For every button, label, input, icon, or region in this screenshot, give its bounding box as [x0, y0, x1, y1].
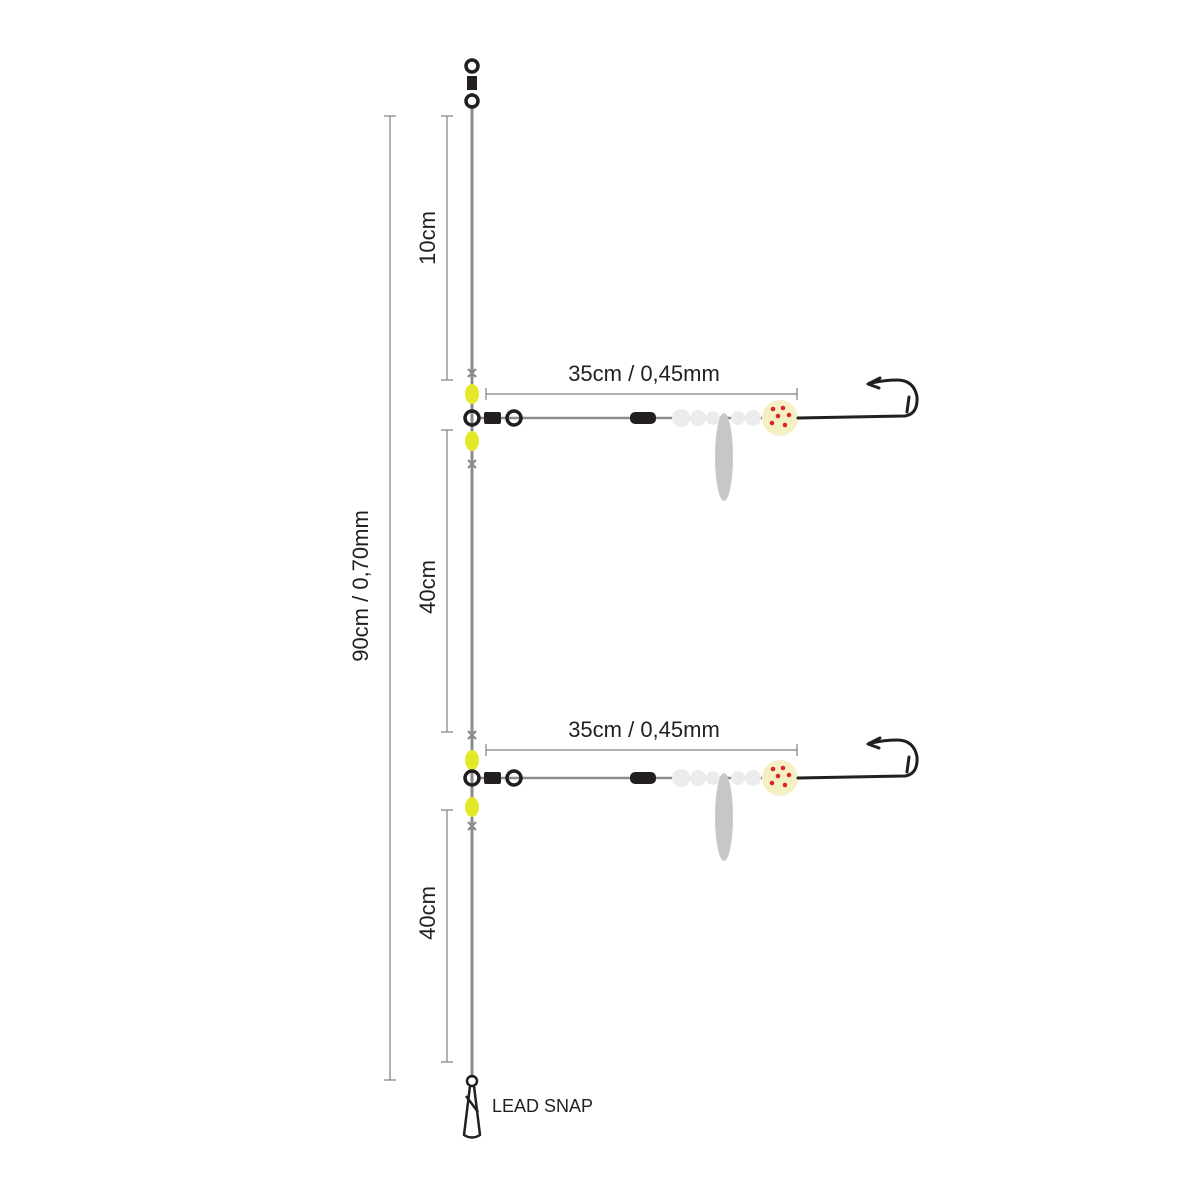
white-beads — [672, 409, 761, 427]
dimension-lines — [384, 115, 798, 1081]
glow-bead — [762, 400, 798, 436]
spinner-blade-icon — [715, 413, 733, 501]
hook-icon — [796, 736, 919, 780]
lead-snap-icon — [462, 1074, 482, 1139]
swivel-icon — [464, 58, 480, 109]
stop-knots — [467, 368, 477, 831]
stop-knot-icon — [467, 459, 477, 469]
middle-section-label: 40cm — [415, 560, 440, 614]
dropper-1-label: 35cm / 0,45mm — [568, 361, 720, 386]
yellow-bead — [465, 384, 479, 404]
yellow-bead — [465, 431, 479, 451]
dropper-2-label: 35cm / 0,45mm — [568, 717, 720, 742]
stop-knot-icon — [467, 368, 477, 378]
yellow-bead — [465, 797, 479, 817]
stop-knot-icon — [467, 730, 477, 740]
yellow-bead — [465, 750, 479, 770]
lead-snap-label: LEAD SNAP — [492, 1096, 593, 1116]
yellow-beads — [465, 384, 479, 817]
spinner-blade-icon — [715, 773, 733, 861]
three-way-swivel-icon — [463, 769, 523, 787]
crimp-sleeve — [630, 412, 656, 424]
glow-bead — [762, 760, 798, 796]
crimp-sleeve — [630, 772, 656, 784]
bottom-section-label: 40cm — [415, 886, 440, 940]
hook-icon — [796, 376, 919, 420]
total-length-label: 90cm / 0,70mm — [348, 510, 373, 662]
top-section-label: 10cm — [415, 211, 440, 265]
white-beads — [672, 769, 761, 787]
dropper-1 — [463, 376, 919, 501]
dropper-2 — [463, 736, 919, 861]
stop-knot-icon — [467, 821, 477, 831]
three-way-swivel-icon — [463, 409, 523, 427]
